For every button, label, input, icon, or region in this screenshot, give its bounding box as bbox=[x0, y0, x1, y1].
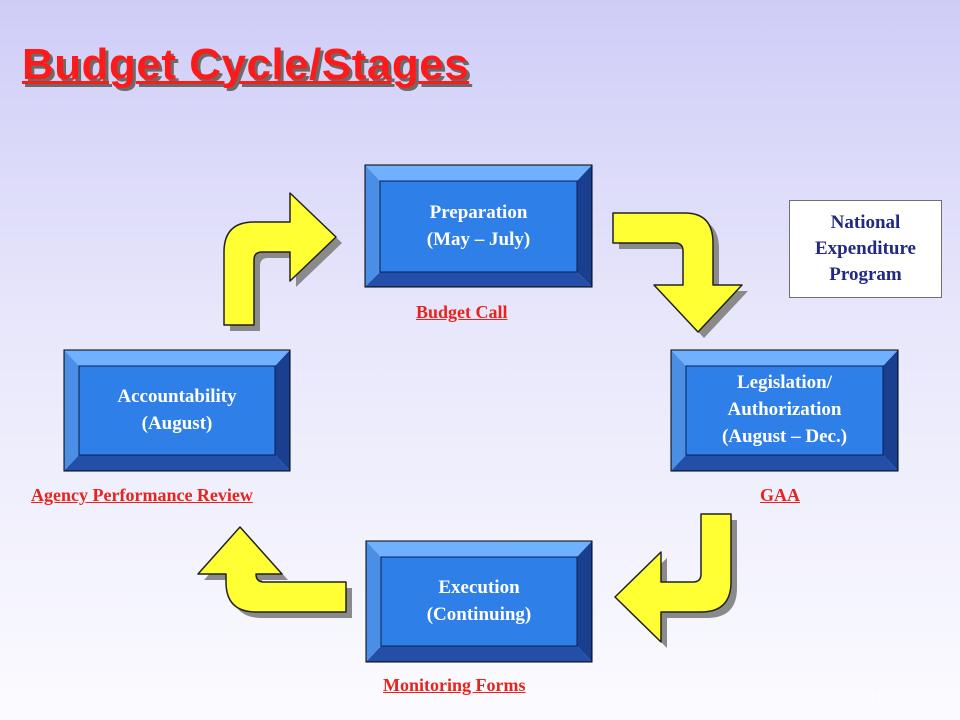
monitoring-forms-label: Monitoring Forms bbox=[383, 675, 526, 695]
legislation-box bbox=[670, 349, 899, 472]
arrow-accountability-to-preparation bbox=[223, 192, 342, 331]
slide-title: Budget Cycle/Stages bbox=[22, 40, 470, 89]
preparation-label: Preparation (May – July) bbox=[426, 201, 531, 250]
arrow-execution-to-accountability bbox=[197, 526, 352, 618]
arrow-legislation-to-execution bbox=[614, 513, 737, 648]
gaa-label: GAA bbox=[760, 485, 800, 505]
arrow-preparation-to-legislation bbox=[612, 212, 748, 338]
execution-box bbox=[365, 540, 593, 663]
budget-call-label: Budget Call bbox=[416, 302, 508, 322]
page-number: 21 bbox=[868, 690, 882, 705]
execution-label: Execution (Continuing) bbox=[426, 576, 532, 625]
agency-performance-review-label: Agency Performance Review bbox=[31, 485, 253, 505]
national-expenditure-program-callout: National Expenditure Program bbox=[789, 200, 942, 298]
preparation-box bbox=[364, 164, 593, 288]
accountability-label: Accountability (August) bbox=[117, 385, 237, 434]
accountability-box bbox=[63, 349, 291, 472]
legislation-label: Legislation/ Authorization (August – Dec… bbox=[721, 372, 848, 447]
